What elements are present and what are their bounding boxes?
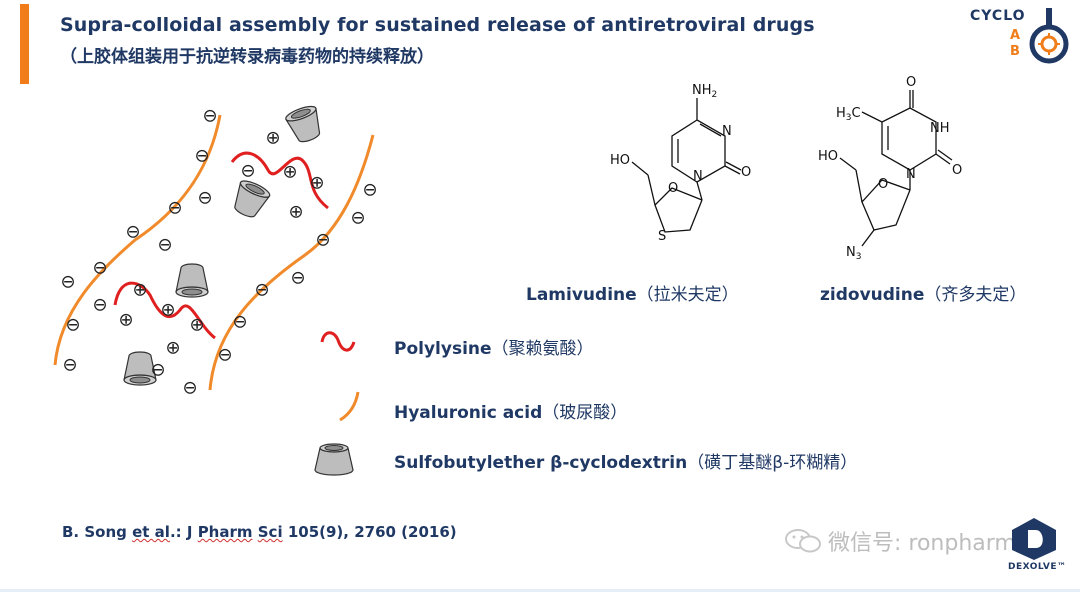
cyclodextrin-cone-icon <box>314 443 354 476</box>
charge-minus: ⊖ <box>315 230 330 251</box>
charge-minus: ⊖ <box>157 235 172 256</box>
svg-text:O: O <box>878 177 888 192</box>
footer-divider <box>0 589 1080 592</box>
charge-plus: ⊕ <box>309 173 324 194</box>
charge-plus: ⊕ <box>288 202 303 223</box>
charge-plus: ⊕ <box>165 338 180 359</box>
charge-plus: ⊕ <box>132 280 147 301</box>
watermark-text: 微信号: ronpharm <box>828 531 1016 556</box>
logo-flask-icon <box>1029 8 1069 64</box>
charge-minus: ⊖ <box>167 198 182 219</box>
orange-curve-icon <box>339 391 360 422</box>
polylysine-chain-top <box>230 151 329 210</box>
assembly-diagram: ⊖ ⊖ ⊖ ⊖ ⊖ ⊖ ⊖ ⊖ ⊖ ⊖ ⊖ ⊖ ⊖ ⊖ ⊖ ⊖ ⊖ ⊖ ⊖ ⊖ … <box>53 102 378 399</box>
wechat-icon <box>785 529 821 553</box>
polylysine-chain-bottom <box>113 281 216 340</box>
svg-text:S: S <box>658 229 666 244</box>
slide-title: Supra-colloidal assembly for sustained r… <box>60 14 815 36</box>
hyaluronic-chain-left <box>53 114 222 366</box>
svg-text:N: N <box>722 124 732 139</box>
charge-minus: ⊖ <box>202 106 217 127</box>
svg-text:O: O <box>668 181 678 196</box>
charge-minus: ⊖ <box>62 355 77 376</box>
charge-minus: ⊖ <box>232 312 247 333</box>
svg-text:HO: HO <box>818 149 838 164</box>
cyclodextrin-cone <box>228 177 273 222</box>
charge-minus: ⊖ <box>92 258 107 279</box>
slide-subtitle: （上胶体组装用于抗逆转录病毒药物的持续释放） <box>60 47 434 67</box>
lamivudine-structure: NH2 N O N HO O S <box>610 83 751 244</box>
svg-text:H3C: H3C <box>836 106 861 123</box>
charge-plus: ⊕ <box>265 128 280 149</box>
svg-text:O: O <box>741 165 751 180</box>
charge-minus: ⊖ <box>240 161 255 182</box>
logo-letter-b: B <box>1010 44 1020 59</box>
zidovudine-label: zidovudine（齐多夫定） <box>820 285 1027 305</box>
charge-minus: ⊖ <box>290 268 305 289</box>
accent-bar <box>20 4 29 84</box>
reference-citation: B. Song et al.: J Pharm Sci 105(9), 2760… <box>62 523 457 541</box>
svg-text:N3: N3 <box>846 245 861 262</box>
cyclodextrin-cone <box>283 102 327 147</box>
dexolve-logo-icon <box>1012 518 1056 560</box>
svg-text:N: N <box>906 167 916 182</box>
charge-plus: ⊕ <box>118 310 133 331</box>
charge-minus: ⊖ <box>92 295 107 316</box>
charge-minus: ⊖ <box>125 222 140 243</box>
svg-text:N: N <box>693 169 703 184</box>
charge-minus: ⊖ <box>197 188 212 209</box>
svg-text:NH: NH <box>930 121 950 136</box>
cyclodextrin-cone <box>175 263 209 298</box>
charge-minus: ⊖ <box>60 272 75 293</box>
red-curve-icon <box>320 331 356 352</box>
svg-text:NH2: NH2 <box>692 83 717 100</box>
zidovudine-structure: H3C O NH O N HO O N3 <box>818 75 962 262</box>
charge-plus: ⊕ <box>160 300 175 321</box>
logo-letter-a: A <box>1010 28 1021 43</box>
charge-minus: ⊖ <box>254 280 269 301</box>
charge-minus: ⊖ <box>362 180 377 201</box>
svg-text:O: O <box>952 163 962 178</box>
cyclolab-logo: CYCLO A B <box>970 6 1076 66</box>
charge-minus: ⊖ <box>217 345 232 366</box>
legend-hyaluronic-acid: Hyaluronic acid（玻尿酸） <box>310 390 1010 430</box>
hyaluronic-chain-right <box>208 134 375 391</box>
charge-minus: ⊖ <box>150 360 165 381</box>
legend-polylysine: Polylysine（聚赖氨酸） <box>310 324 1010 364</box>
charge-minus: ⊖ <box>194 146 209 167</box>
charge-plus: ⊕ <box>282 162 297 183</box>
dexolve-wordmark: DEXOLVE™ <box>1008 562 1067 572</box>
lamivudine-label: Lamivudine（拉米夫定） <box>526 285 739 305</box>
svg-text:O: O <box>906 75 916 90</box>
legend-cyclodextrin: Sulfobutylether β-cyclodextrin（磺丁基醚β-环糊精… <box>310 438 1010 478</box>
logo-word: CYCLO <box>970 8 1026 24</box>
svg-text:HO: HO <box>610 153 630 168</box>
charge-plus: ⊕ <box>189 315 204 336</box>
charge-minus: ⊖ <box>182 378 197 399</box>
charge-minus: ⊖ <box>350 208 365 229</box>
charge-minus: ⊖ <box>65 315 80 336</box>
